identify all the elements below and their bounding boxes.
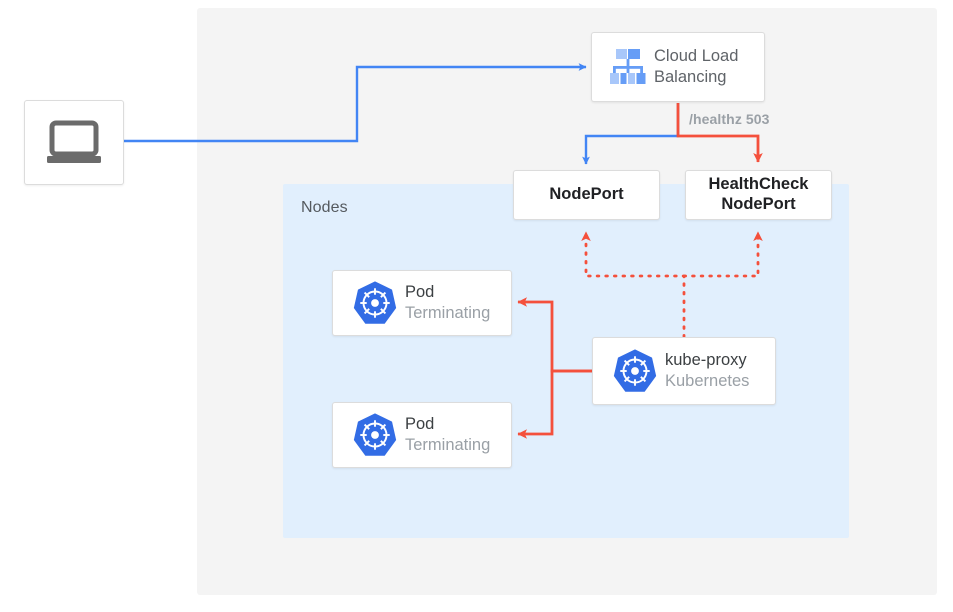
cloud-load-balancing-title-line2: Balancing <box>654 68 727 86</box>
client-laptop-node[interactable] <box>24 100 124 185</box>
laptop-icon <box>45 120 103 166</box>
cloud-load-balancing-node[interactable]: Cloud Load Balancing <box>591 32 765 102</box>
pod-1-subtitle: Terminating <box>405 304 491 322</box>
pod-2-label: Pod Terminating <box>405 414 490 455</box>
healthcheck-nodeport-label: HealthCheck NodePort <box>709 175 809 215</box>
kubernetes-icon <box>345 412 405 458</box>
pod-1-title: Pod <box>405 283 435 302</box>
cloud-load-balancing-label: Cloud Load Balancing <box>654 46 738 87</box>
kubernetes-icon <box>345 280 405 326</box>
nodes-region-label: Nodes <box>301 199 348 216</box>
pod-1-label: Pod Terminating <box>405 282 490 323</box>
pod-2-subtitle: Terminating <box>405 436 491 454</box>
cloud-load-balancing-icon <box>602 46 654 88</box>
healthcheck-nodeport-line2: NodePort <box>721 195 796 213</box>
kube-proxy-title: kube-proxy <box>665 351 747 370</box>
kube-proxy-label: kube-proxy Kubernetes <box>665 350 749 391</box>
cloud-load-balancing-title-line1: Cloud Load <box>654 47 739 66</box>
healthz-edge-label: /healthz 503 <box>689 111 770 127</box>
nodeport-label: NodePort <box>549 185 624 204</box>
pod-2-title: Pod <box>405 415 435 434</box>
kubernetes-icon <box>605 348 665 394</box>
healthcheck-nodeport-node[interactable]: HealthCheck NodePort <box>685 170 832 220</box>
pod-2-node[interactable]: Pod Terminating <box>332 402 512 468</box>
nodeport-node[interactable]: NodePort <box>513 170 660 220</box>
kube-proxy-node[interactable]: kube-proxy Kubernetes <box>592 337 776 405</box>
healthcheck-nodeport-line1: HealthCheck <box>708 175 809 194</box>
kube-proxy-subtitle: Kubernetes <box>665 372 750 390</box>
pod-1-node[interactable]: Pod Terminating <box>332 270 512 336</box>
